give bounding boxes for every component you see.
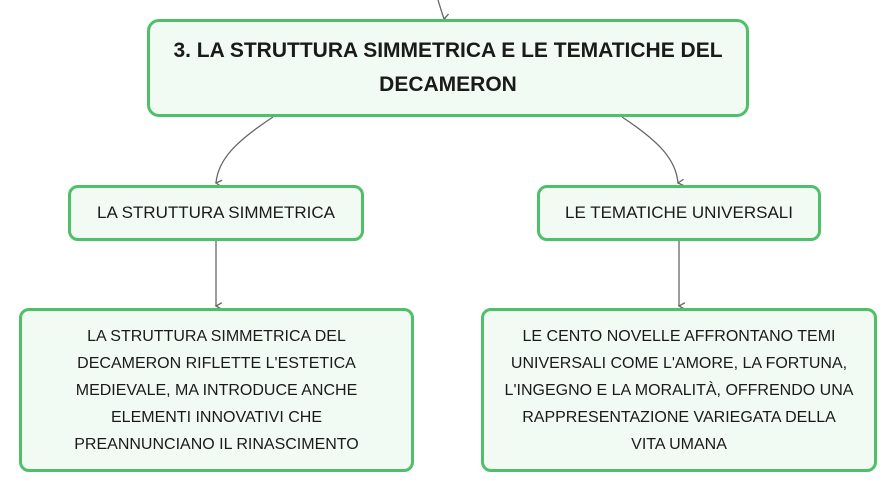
root-topic-node[interactable]: 3. LA STRUTTURA SIMMETRICA E LE TEMATICH… [147, 19, 749, 117]
topic-label-themes: LE TEMATICHE UNIVERSALI [565, 203, 793, 222]
connector-root-to-structure [216, 116, 274, 183]
topic-node-structure[interactable]: LA STRUTTURA SIMMETRICA [68, 185, 364, 241]
subtopic-text-structure-detail: LA STRUTTURA SIMMETRICA DEL DECAMERON RI… [74, 327, 359, 453]
topic-label-structure: LA STRUTTURA SIMMETRICA [96, 203, 336, 222]
subtopic-node-structure-detail[interactable]: LA STRUTTURA SIMMETRICA DEL DECAMERON RI… [19, 308, 414, 472]
topic-node-themes[interactable]: LE TEMATICHE UNIVERSALI [537, 185, 821, 241]
connector-from-parent [437, 0, 444, 19]
root-topic-title: 3. LA STRUTTURA SIMMETRICA E LE TEMATICH… [173, 39, 723, 96]
subtopic-node-themes-detail[interactable]: LE CENTO NOVELLE AFFRONTANO TEMI UNIVERS… [481, 308, 877, 472]
connector-root-to-themes [621, 116, 678, 183]
subtopic-text-themes-detail: LE CENTO NOVELLE AFFRONTANO TEMI UNIVERS… [504, 327, 854, 453]
